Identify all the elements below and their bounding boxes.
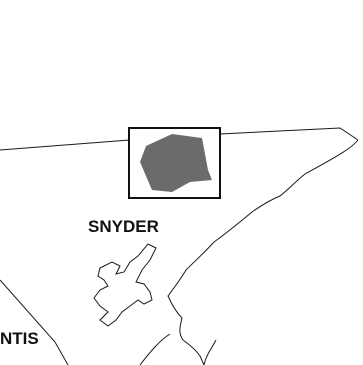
inlet-lines [139, 333, 217, 365]
place-label-snyder: SNYDER [88, 217, 159, 236]
highlighted-area [140, 134, 212, 192]
pier-outline [93, 243, 157, 327]
road-line [0, 127, 359, 151]
coastline [167, 139, 359, 365]
highlight-frame [128, 127, 221, 199]
place-label-partial: NTIS [0, 329, 39, 348]
boundary-line-left [0, 279, 69, 365]
